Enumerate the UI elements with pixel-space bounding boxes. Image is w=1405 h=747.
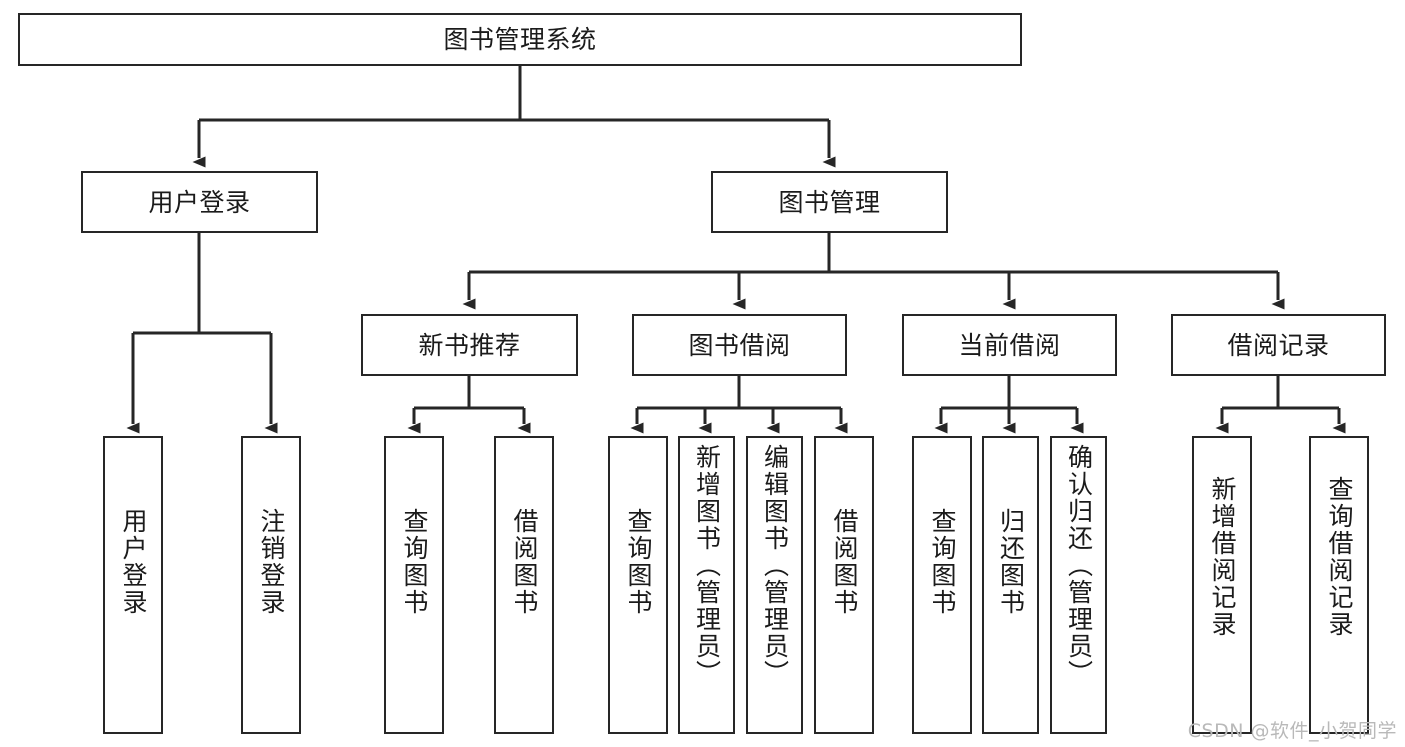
leaf-borrow-book-label: 借阅图书 xyxy=(830,508,859,616)
leaf-query-book-new-label: 查询图书 xyxy=(400,508,429,616)
node-borrow-record[interactable]: 借阅记录 xyxy=(1171,314,1386,376)
leaf-query-book-current[interactable]: 查询图书 xyxy=(912,436,972,734)
node-current-borrow[interactable]: 当前借阅 xyxy=(902,314,1117,376)
leaf-logout[interactable]: 注销登录 xyxy=(241,436,301,734)
leaf-add-book-admin-label: 新增图书（管理员） xyxy=(692,444,722,687)
leaf-borrow-book-new[interactable]: 借阅图书 xyxy=(494,436,554,734)
leaf-query-book-borrow[interactable]: 查询图书 xyxy=(608,436,668,734)
node-root-label: 图书管理系统 xyxy=(443,25,597,54)
leaf-add-borrow-record[interactable]: 新增借阅记录 xyxy=(1192,436,1252,734)
node-user-login[interactable]: 用户登录 xyxy=(81,171,318,233)
leaf-query-book-borrow-label: 查询图书 xyxy=(624,508,653,616)
leaf-logout-label: 注销登录 xyxy=(257,508,286,616)
node-root[interactable]: 图书管理系统 xyxy=(18,13,1022,66)
leaf-query-borrow-record[interactable]: 查询借阅记录 xyxy=(1309,436,1369,734)
leaf-borrow-book-new-label: 借阅图书 xyxy=(510,508,539,616)
leaf-query-borrow-record-label: 查询借阅记录 xyxy=(1325,476,1354,638)
node-book-management-label: 图书管理 xyxy=(778,187,881,217)
node-book-borrow[interactable]: 图书借阅 xyxy=(632,314,847,376)
node-new-book-recommend[interactable]: 新书推荐 xyxy=(361,314,578,376)
node-new-book-recommend-label: 新书推荐 xyxy=(418,330,521,360)
leaf-user-login-label: 用户登录 xyxy=(119,508,148,616)
leaf-return-book-label: 归还图书 xyxy=(996,508,1026,616)
node-user-login-label: 用户登录 xyxy=(148,187,251,217)
leaf-add-borrow-record-label: 新增借阅记录 xyxy=(1208,476,1237,638)
node-book-borrow-label: 图书借阅 xyxy=(688,330,791,360)
node-current-borrow-label: 当前借阅 xyxy=(958,330,1061,360)
csdn-watermark: CSDN @软件_小贺同学 xyxy=(1187,720,1397,742)
leaf-edit-book-admin-label: 编辑图书（管理员） xyxy=(760,444,790,687)
leaf-edit-book-admin[interactable]: 编辑图书（管理员） xyxy=(746,436,803,734)
node-book-management[interactable]: 图书管理 xyxy=(711,171,948,233)
leaf-confirm-return-admin[interactable]: 确认归还（管理员） xyxy=(1050,436,1107,734)
node-borrow-record-label: 借阅记录 xyxy=(1227,330,1330,360)
leaf-query-book-current-label: 查询图书 xyxy=(928,508,957,616)
leaf-query-book-new[interactable]: 查询图书 xyxy=(384,436,444,734)
leaf-confirm-return-admin-label: 确认归还（管理员） xyxy=(1064,444,1094,687)
leaf-return-book[interactable]: 归还图书 xyxy=(982,436,1039,734)
leaf-user-login[interactable]: 用户登录 xyxy=(103,436,163,734)
leaf-borrow-book[interactable]: 借阅图书 xyxy=(814,436,874,734)
leaf-add-book-admin[interactable]: 新增图书（管理员） xyxy=(678,436,735,734)
